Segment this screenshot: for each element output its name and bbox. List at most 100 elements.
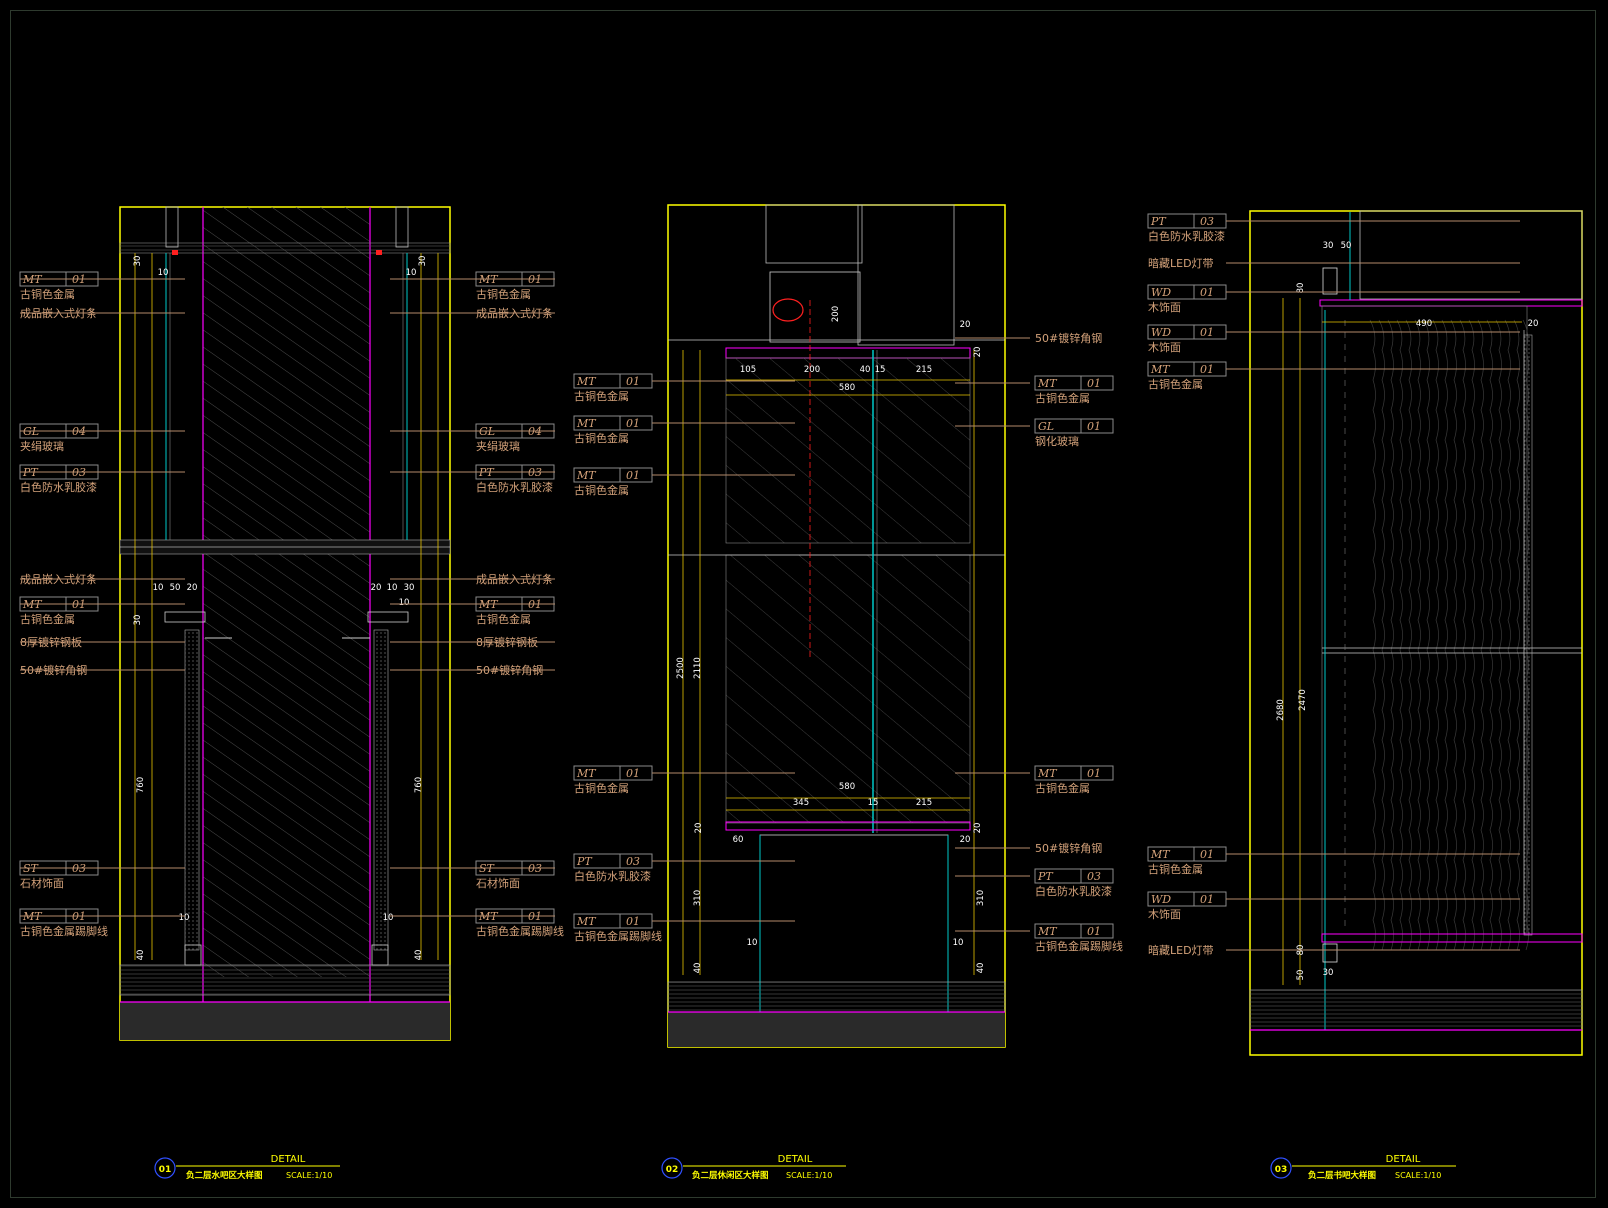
tag-label: 石材饰面 — [476, 876, 520, 890]
grain-line — [1441, 319, 1448, 951]
dimension-text: 10 — [399, 598, 410, 608]
dimension-text: 80 — [1296, 283, 1306, 294]
tag-label: 木饰面 — [1148, 300, 1181, 314]
tag-box — [1034, 765, 1114, 781]
material-callout: 暗藏LED灯带 — [1148, 256, 1520, 270]
upper-glass — [725, 357, 971, 544]
tag-label: 石材饰面 — [20, 876, 64, 890]
tag-code: GL — [1038, 420, 1054, 433]
tag-label: 古铜色金属 — [574, 483, 629, 497]
tag-number: 03 — [626, 855, 640, 868]
tag-label: 钢化玻璃 — [1035, 434, 1079, 448]
grain-line — [1477, 319, 1484, 951]
title-bubble — [1270, 1157, 1292, 1179]
static-line-art — [119, 204, 1583, 1056]
tag-number: 01 — [1200, 326, 1214, 339]
tag-number: 01 — [1200, 286, 1214, 299]
material-callout: 成品嵌入式灯条 — [20, 572, 185, 586]
dimension-text: 10 — [153, 583, 164, 593]
title-detail: DETAIL — [271, 1154, 306, 1165]
dimension-text: 760 — [414, 777, 424, 793]
tag-number: 01 — [1200, 363, 1214, 376]
tag-label: 暗藏LED灯带 — [1148, 943, 1214, 957]
top-shelf-magenta — [1319, 299, 1583, 307]
dimension-text: 30 — [1323, 968, 1334, 978]
dimension-text: 10 — [747, 938, 758, 948]
dimension-text: 200 — [804, 365, 820, 375]
dimension-text: 10 — [383, 913, 394, 923]
tag-code: MT — [576, 767, 597, 780]
tag-number: 01 — [626, 417, 640, 430]
light-left — [172, 250, 178, 255]
tag-number: 03 — [1087, 870, 1101, 883]
tag-label: 白色防水乳胶漆 — [476, 480, 553, 494]
top-post-left — [165, 206, 179, 248]
dimension-text: 20 — [371, 583, 382, 593]
lamp-red — [772, 298, 804, 322]
drawing-frame — [10, 10, 1596, 1198]
tag-label: 古铜色金属踢脚线 — [20, 924, 108, 938]
grain-line — [1387, 319, 1394, 951]
bottom-shelf — [1321, 933, 1583, 943]
light-right — [376, 250, 382, 255]
floor-layers-2 — [667, 981, 1006, 1013]
tag-label: 白色防水乳胶漆 — [20, 480, 97, 494]
grain-line — [1468, 319, 1475, 951]
tag-label: 古铜色金属踢脚线 — [574, 929, 662, 943]
top-magenta-bar — [725, 347, 971, 359]
tag-label: 古铜色金属 — [574, 781, 629, 795]
dimension-text: 30 — [1323, 241, 1334, 251]
tag-code: MT — [1150, 363, 1171, 376]
stone-right — [373, 629, 389, 951]
tag-label: 白色防水乳胶漆 — [574, 869, 651, 883]
material-callout: 暗藏LED灯带 — [1148, 943, 1520, 957]
dimension-text: 30 — [133, 256, 143, 267]
tag-code: PT — [1150, 215, 1167, 228]
panel-01-core-hatch — [203, 207, 370, 977]
tag-code: MT — [1037, 925, 1058, 938]
dimension-text: 10 — [158, 268, 169, 278]
grain-line — [1450, 319, 1457, 951]
dimension-text: 40 — [693, 963, 703, 974]
dimension-text: 30 — [404, 583, 415, 593]
grain-line — [1396, 319, 1403, 951]
dimension-text: 40 — [860, 365, 871, 375]
top-post-right — [395, 206, 409, 248]
dimension-text: 2110 — [693, 657, 703, 679]
material-callout: 成品嵌入式灯条 — [20, 306, 185, 320]
tag-number: 01 — [626, 375, 640, 388]
tag-code: MT — [1037, 377, 1058, 390]
tag-label: 木饰面 — [1148, 907, 1181, 921]
dimension-text: 60 — [733, 835, 744, 845]
tag-number: 01 — [626, 915, 640, 928]
tag-code: WD — [1151, 893, 1171, 906]
tag-number: 01 — [626, 469, 640, 482]
tag-label: 白色防水乳胶漆 — [1148, 229, 1225, 243]
tag-label: 古铜色金属 — [476, 287, 531, 301]
tag-number: 01 — [1087, 767, 1101, 780]
material-callout: 50#镀锌角钢 — [390, 663, 555, 677]
tag-box — [1034, 375, 1114, 391]
title-scale: SCALE:1/10 — [286, 1171, 332, 1180]
material-callout: 成品嵌入式灯条 — [390, 306, 555, 320]
tag-code: PT — [1037, 870, 1054, 883]
tag-box — [1034, 868, 1114, 884]
tag-label: 古铜色金属 — [574, 389, 629, 403]
led-box-bottom — [1322, 943, 1338, 963]
material-callout: 8厚镀锌钢板 — [390, 635, 555, 649]
